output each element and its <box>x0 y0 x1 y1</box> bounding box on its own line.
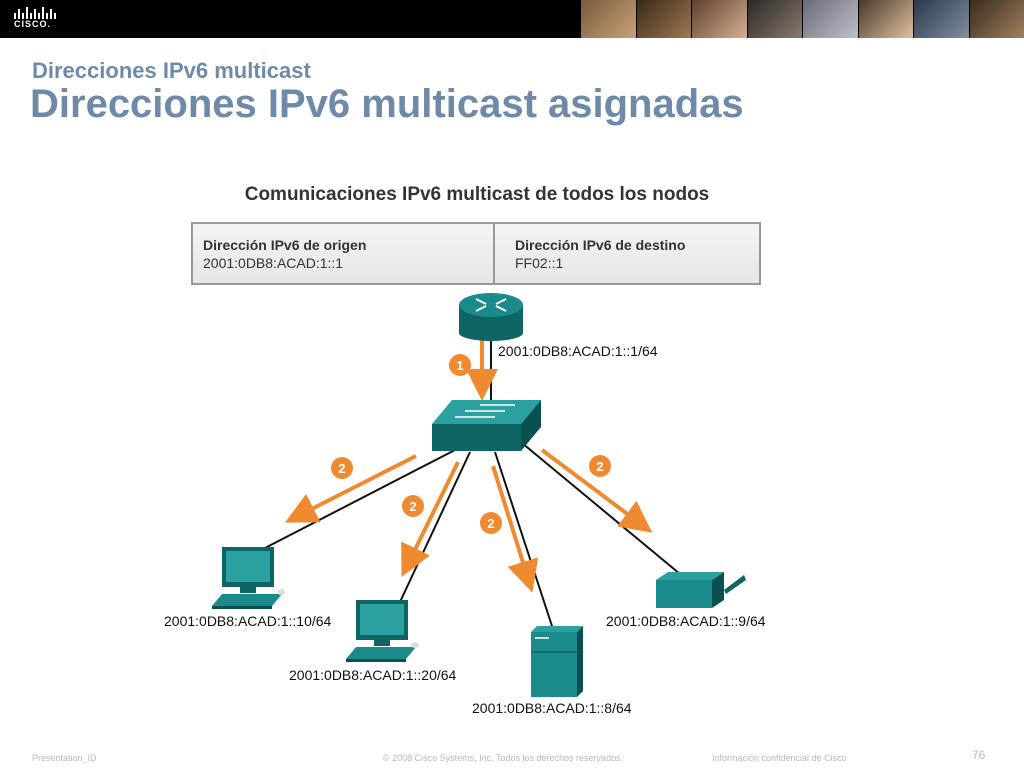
switch-printer-link <box>521 442 681 575</box>
flow-arrow-2d <box>540 448 653 533</box>
flow-arrow-2c <box>491 465 539 593</box>
step-badge-2c: 2 <box>480 512 502 534</box>
switch-icon <box>432 400 541 451</box>
page-number: 76 <box>972 748 986 762</box>
cisco-logo-icon <box>14 7 56 19</box>
pc2-address: 2001:0DB8:ACAD:1::20/64 <box>289 667 457 683</box>
step-badge-1: 1 <box>449 354 471 376</box>
photo-4 <box>746 0 802 38</box>
pc1-address: 2001:0DB8:ACAD:1::10/64 <box>164 613 332 629</box>
switch-pc2-link <box>399 451 471 603</box>
router-icon <box>459 293 523 341</box>
router-address: 2001:0DB8:ACAD:1::1/64 <box>498 343 658 359</box>
photo-3 <box>691 0 747 38</box>
confidential-notice: Información confidencial de Cisco <box>712 753 847 763</box>
photo-1 <box>580 0 636 38</box>
svg-text:2: 2 <box>487 516 494 531</box>
svg-text:2: 2 <box>596 459 603 474</box>
pc1-computer-icon <box>212 547 285 609</box>
server-address: 2001:0DB8:ACAD:1::8/64 <box>472 700 632 716</box>
photo-8 <box>968 0 1024 38</box>
pc2-computer-icon <box>346 600 419 662</box>
top-banner: CISCO. <box>0 0 1024 38</box>
printer-address: 2001:0DB8:ACAD:1::9/64 <box>606 613 766 629</box>
source-label: Dirección IPv6 de origen <box>203 237 366 253</box>
step-badge-2b: 2 <box>402 495 424 517</box>
svg-text:2: 2 <box>338 461 345 476</box>
photo-7 <box>913 0 969 38</box>
step-badge-2d: 2 <box>589 455 611 477</box>
photo-2 <box>635 0 691 38</box>
slide-title: Direcciones IPv6 multicast asignadas <box>30 82 744 126</box>
switch-server-link <box>494 451 553 627</box>
flow-arrow-2b <box>401 461 460 578</box>
source-value: 2001:0DB8:ACAD:1::1 <box>203 255 343 271</box>
address-box <box>191 222 761 285</box>
slide-subtitle: Direcciones IPv6 multicast <box>32 58 311 83</box>
switch-pc1-link <box>264 449 456 549</box>
server-icon <box>531 626 583 697</box>
step-badge-2a: 2 <box>331 457 353 479</box>
svg-text:1: 1 <box>456 358 463 373</box>
photo-5 <box>802 0 858 38</box>
presentation-id: Presentation_ID <box>32 753 97 763</box>
destination-label: Dirección IPv6 de destino <box>515 237 685 253</box>
copyright-notice: © 2008 Cisco Systems, Inc. Todos los der… <box>383 753 624 763</box>
logo-text: CISCO. <box>14 19 52 29</box>
photo-strip <box>580 0 1024 38</box>
svg-text:2: 2 <box>409 499 416 514</box>
destination-value: FF02::1 <box>515 255 563 271</box>
printer-icon <box>656 572 746 608</box>
photo-6 <box>857 0 913 38</box>
flow-arrow-2a <box>284 454 417 523</box>
diagram-heading: Comunicaciones IPv6 multicast de todos l… <box>245 184 710 205</box>
